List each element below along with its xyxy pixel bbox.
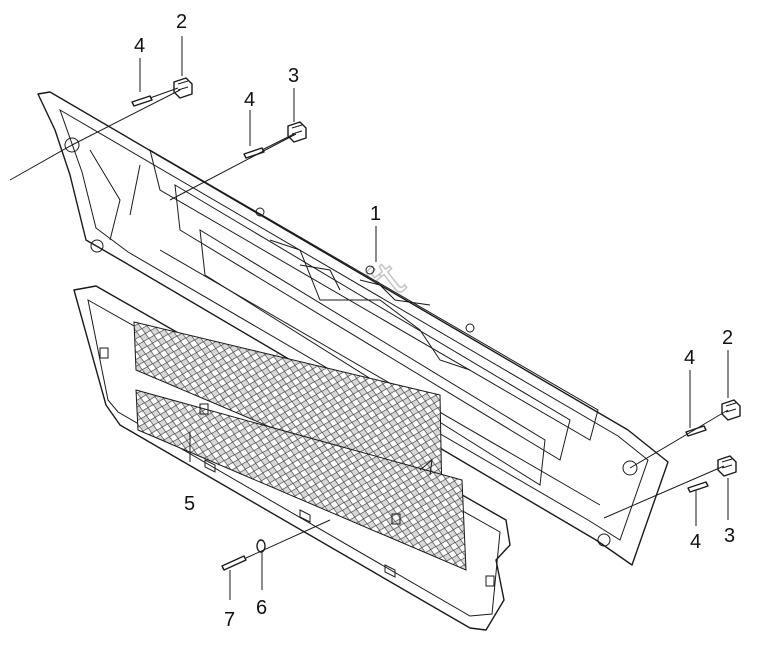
washer-bottom-6 — [256, 539, 266, 553]
clip-nut-top-left-2 — [173, 77, 193, 99]
callout-1: 1 — [370, 203, 381, 225]
lower-mesh-grille — [73, 285, 511, 631]
callout-4-top-b: 4 — [244, 89, 255, 111]
callout-5: 5 — [184, 493, 195, 515]
clip-nut-right-3 — [717, 455, 737, 477]
upper-grille-frame — [37, 91, 669, 566]
callout-3-top: 3 — [288, 65, 299, 87]
callout-4-top-a: 4 — [134, 35, 145, 57]
callout-4-right-a: 4 — [684, 347, 695, 369]
callout-4-right-b: 4 — [690, 531, 701, 553]
callout-7: 7 — [224, 609, 235, 631]
callout-3-right: 3 — [724, 525, 735, 547]
assembly-axis-lines — [9, 87, 729, 559]
screw-top-b-4 — [243, 147, 265, 159]
clip-nut-right-2 — [721, 399, 741, 421]
screw-right-a-4 — [685, 425, 707, 437]
screw-right-b-4 — [687, 481, 709, 493]
callout-6: 6 — [256, 597, 267, 619]
lower-mesh-panel — [135, 389, 467, 571]
callout-2-right: 2 — [722, 327, 733, 349]
screw-bottom-7 — [221, 555, 247, 571]
callout-leaders — [139, 36, 729, 600]
callout-2-top: 2 — [176, 11, 187, 33]
screw-top-a-4 — [131, 95, 153, 107]
clip-nut-top-3 — [287, 121, 307, 143]
